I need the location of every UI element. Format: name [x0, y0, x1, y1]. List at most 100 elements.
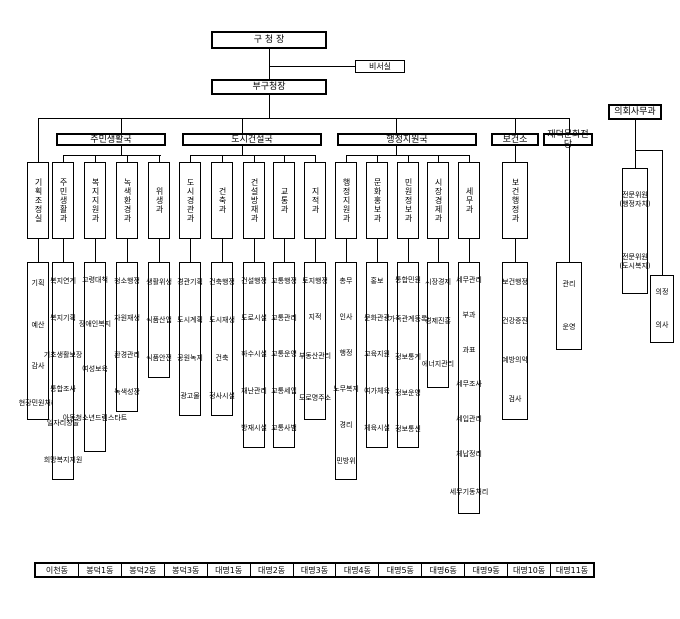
team-cell: 홍보	[370, 276, 384, 285]
team-cell: 아동청소년드림스타트	[62, 414, 128, 423]
team-cell: 하수시설	[241, 350, 267, 359]
department-box: 주민생활과	[52, 162, 74, 239]
bureau-box: 재덕문화전당	[543, 130, 593, 150]
team-cell: 노무복지	[333, 384, 359, 393]
dong-office: 대명11동	[555, 565, 589, 575]
team-cell: 도로명주소	[298, 393, 332, 402]
dong-office: 대명4동	[336, 564, 380, 576]
team-cell: 청소행정	[114, 277, 140, 285]
team-cell: 광고물	[180, 391, 200, 400]
team-cell: 과표	[462, 345, 476, 354]
team-column: 세무관리 부과 과표 세무조사 세입관리 체납정리 세무기동처리	[449, 262, 489, 514]
committee-cell: 전문위원(도시복지)	[619, 253, 651, 270]
team-cell: 체납정리	[456, 450, 482, 459]
team-cell: 통합민원	[395, 276, 421, 285]
team-cell: 세무기동처리	[449, 487, 489, 496]
team-cell: 정보통신	[395, 424, 421, 433]
team-column: 복지연계 복지기획 기초생활보장 통합조사 일자리창출 희망복지지원	[43, 262, 83, 480]
department-box: 교통과	[273, 162, 295, 239]
team-column: 총무 인사 행정 노무복지 경리 민방위	[333, 262, 359, 480]
department-box: 세무과	[458, 162, 480, 239]
team-cell: 생활위생	[146, 277, 172, 286]
team-column: 건축행정 도시재생 건축 정사시설	[209, 262, 235, 416]
council-office-column: 의정 의사	[650, 275, 674, 343]
dong-office: 대명3동	[294, 564, 337, 576]
dong-offices-bar: 이천동 봉덕1동 봉덕2동 봉덕3동 대명1동 대명2동 대명3동 대명4동 대…	[34, 562, 595, 578]
team-cell: 예방의약	[502, 356, 528, 364]
team-column: 관리 운영	[556, 262, 582, 350]
team-column: 고령대책 장애인복지 여성보육 아동청소년드림스타트	[62, 262, 128, 452]
team-column: 경관기획 도시계획 공원녹지 광고물	[177, 262, 203, 416]
team-cell: 세무관리	[456, 275, 482, 284]
dong-office: 봉덕1동	[79, 564, 122, 576]
bureau-box: 도시건설국	[182, 133, 322, 146]
dong-office: 봉덕2동	[122, 564, 165, 576]
team-cell: 문화관광	[364, 313, 390, 322]
team-cell: 부동산관리	[298, 351, 332, 360]
team-cell: 도시재생	[209, 315, 235, 324]
team-cell: 검사	[508, 395, 522, 403]
team-cell: 재난관리	[241, 387, 267, 396]
team-cell: 현장민원처리	[18, 398, 58, 407]
team-cell: 체육시설	[364, 424, 390, 433]
council-office-box: 의회사무과	[608, 104, 662, 120]
team-cell: 환경관리	[114, 351, 140, 359]
team-cell: 교육지원	[364, 350, 390, 359]
team-cell: 교통관리	[271, 313, 297, 322]
team-column: 통합민원 가족관계등록 정보통계 정보운영 정보통신	[388, 262, 428, 448]
dong-office: 대명5동	[379, 564, 423, 576]
team-cell: 지적	[308, 312, 322, 321]
team-cell: 부과	[462, 310, 476, 319]
team-cell: 복지연계	[50, 277, 76, 285]
team-column: 청소행정 자원재생 환경관리 녹색성장	[114, 262, 140, 412]
department-box: 건축과	[211, 162, 233, 239]
team-cell: 민방위	[336, 456, 356, 465]
dong-office: 대명1동	[208, 564, 251, 576]
team-cell: 교통행정	[271, 276, 297, 285]
team-cell: 도로시설	[241, 313, 267, 322]
dong-office: 대명9동	[465, 564, 509, 576]
team-cell: 건설행정	[241, 276, 267, 285]
department-box: 위생과	[148, 162, 170, 239]
team-cell: 토지행정	[302, 276, 328, 285]
team-cell: 시장경제	[425, 278, 451, 287]
bureau-box: 보건소	[491, 133, 539, 146]
department-box: 지적과	[304, 162, 326, 239]
team-cell: 경리	[339, 420, 353, 429]
team-cell: 식품산업	[146, 315, 172, 324]
council-committee-column: 전문위원(행정자치) 전문위원(도시복지)	[619, 168, 651, 294]
department-box: 보건행정과	[502, 162, 528, 239]
team-cell: 건강증진	[502, 317, 528, 325]
team-cell: 예산	[31, 320, 45, 329]
team-cell: 행정	[339, 348, 353, 357]
department-box: 문화홍보과	[366, 162, 388, 239]
team-column: 시장경제 경제진흥 에너지관리	[422, 262, 454, 388]
team-cell: 교통세입	[271, 387, 297, 396]
team-column: 기획 예산 감사 현장민원처리	[18, 262, 58, 420]
team-cell: 복지기획	[50, 314, 76, 322]
team-cell: 정보통계	[395, 353, 421, 362]
team-cell: 식품안전	[146, 353, 172, 362]
team-cell: 자원재생	[114, 314, 140, 322]
team-cell: 방재시설	[241, 424, 267, 433]
team-cell: 가족관계등록	[388, 314, 428, 323]
mayor-box: 구 청 장	[211, 31, 327, 49]
team-column: 보건행정 건강증진 예방의약 검사	[502, 262, 528, 420]
team-cell: 관리	[562, 280, 576, 288]
department-box: 시장경제과	[427, 162, 449, 239]
team-column: 홍보 문화관광 교육지원 여가체육 체육시설	[364, 262, 390, 448]
department-box: 도시경관과	[179, 162, 201, 239]
team-cell: 건축행정	[209, 277, 235, 286]
team-column: 교통행정 교통관리 교통운영 교통세입 교통사범	[271, 262, 297, 448]
department-box: 행정지원과	[335, 162, 357, 239]
team-column: 생활위생 식품산업 식품안전	[146, 262, 172, 378]
team-cell: 녹색성장	[114, 388, 140, 396]
team-cell: 기초생활보장	[43, 351, 83, 359]
team-cell: 감사	[31, 362, 45, 371]
team-cell: 장애인복지	[78, 320, 112, 329]
team-cell: 세입관리	[456, 415, 482, 424]
team-column: 건설행정 도로시설 하수시설 재난관리 방재시설	[241, 262, 267, 448]
team-cell: 고령대책	[82, 275, 108, 284]
team-cell: 여성보육	[82, 364, 108, 373]
council-team-cell: 의사	[655, 321, 669, 329]
